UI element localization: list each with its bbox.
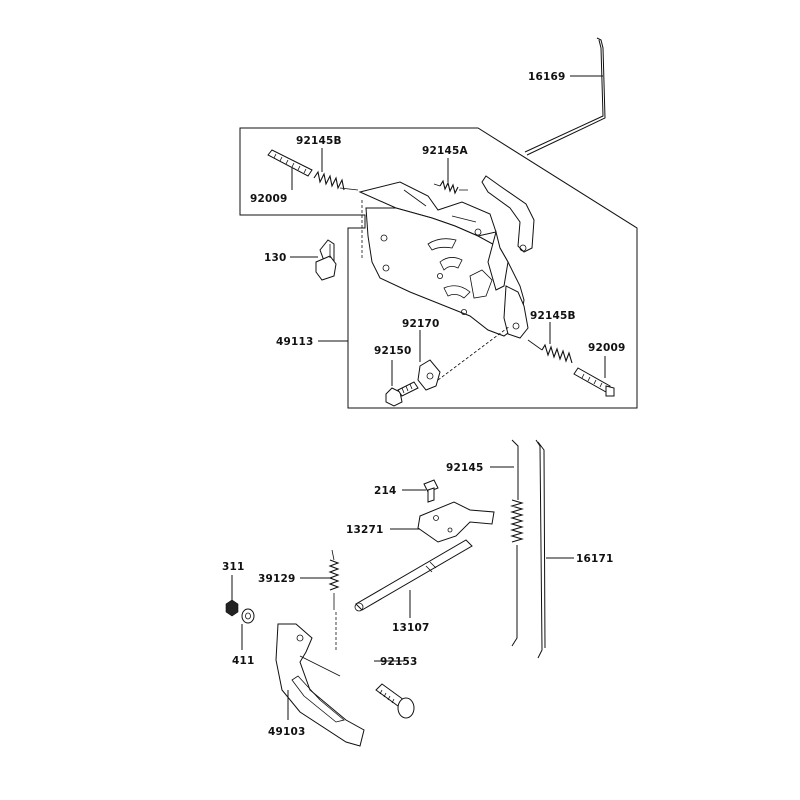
assembly-outline-49113 bbox=[239, 127, 638, 409]
label-214: 214 bbox=[374, 485, 397, 497]
label-13107: 13107 bbox=[392, 622, 430, 634]
label-92145B-top: 92145B bbox=[296, 135, 342, 147]
label-16171: 16171 bbox=[576, 553, 614, 565]
spring-92145 bbox=[510, 439, 524, 647]
screw-92009-left bbox=[267, 149, 313, 177]
spring-92145B-right bbox=[527, 339, 573, 364]
label-311: 311 bbox=[222, 561, 245, 573]
screw-214 bbox=[423, 479, 439, 503]
clip-92170 bbox=[417, 359, 441, 391]
label-130: 130 bbox=[264, 252, 287, 264]
bolt-92153 bbox=[375, 683, 415, 719]
bolt-130 bbox=[315, 239, 337, 281]
label-49113: 49113 bbox=[276, 336, 314, 348]
cable-16171 bbox=[535, 439, 546, 659]
label-49103: 49103 bbox=[268, 726, 306, 738]
label-39129: 39129 bbox=[258, 573, 296, 585]
bracket-49113 bbox=[358, 181, 525, 337]
label-92145A: 92145A bbox=[422, 145, 469, 157]
label-92009-right: 92009 bbox=[588, 342, 626, 354]
spring-92145B-top bbox=[313, 170, 359, 191]
label-92145B-right: 92145B bbox=[530, 310, 576, 322]
label-92009-left: 92009 bbox=[250, 193, 288, 205]
shaft-13107 bbox=[354, 539, 473, 612]
label-92153: 92153 bbox=[380, 656, 418, 668]
lever-49103 bbox=[275, 623, 365, 747]
spring-39129 bbox=[328, 549, 340, 610]
label-92150: 92150 bbox=[374, 345, 412, 357]
cable-16169 bbox=[524, 37, 606, 156]
plate-13271 bbox=[417, 501, 495, 543]
label-92170: 92170 bbox=[402, 318, 440, 330]
label-92145: 92145 bbox=[446, 462, 484, 474]
nut-311 bbox=[225, 599, 239, 617]
bolt-92150 bbox=[385, 381, 419, 407]
label-411: 411 bbox=[232, 655, 255, 667]
label-16169: 16169 bbox=[528, 71, 566, 83]
label-13271: 13271 bbox=[346, 524, 384, 536]
lever-arm bbox=[481, 175, 535, 339]
spring-92145A bbox=[433, 179, 468, 195]
leader-lines bbox=[231, 75, 606, 720]
screw-92009-right bbox=[573, 367, 615, 397]
washer-411 bbox=[241, 608, 255, 624]
